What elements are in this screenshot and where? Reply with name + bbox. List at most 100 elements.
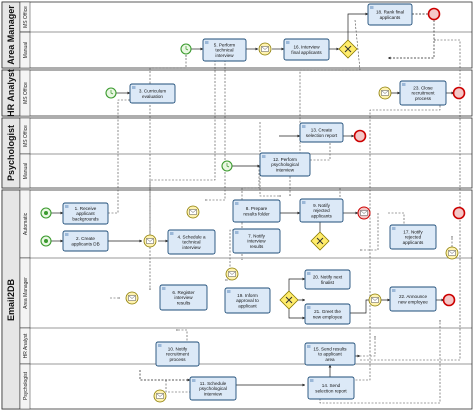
task-box[interactable] xyxy=(62,202,109,225)
pool-label: HR Analyst xyxy=(6,69,16,117)
task-box[interactable] xyxy=(307,376,355,400)
task-label: 7. Notify xyxy=(248,233,266,238)
task-type-icon xyxy=(307,272,311,275)
pool-label: Psychologist xyxy=(6,125,16,181)
task-type-icon xyxy=(132,86,136,89)
task-label: 10. Notify xyxy=(168,346,188,351)
task-box[interactable] xyxy=(159,284,208,311)
task-type-icon xyxy=(302,201,306,204)
task-box[interactable] xyxy=(189,376,237,401)
task-box[interactable] xyxy=(167,229,216,255)
message-event-icon xyxy=(258,42,272,56)
task-type-icon xyxy=(235,231,239,234)
task-box[interactable] xyxy=(389,286,437,312)
task-label: to applicant xyxy=(318,352,342,357)
task-label: selection report xyxy=(315,388,347,393)
start-timer-icon xyxy=(105,87,117,99)
task-box[interactable] xyxy=(304,303,351,325)
lane-label: HR Analyst xyxy=(23,333,29,358)
lane-label: MS Office xyxy=(23,82,29,104)
task-box[interactable] xyxy=(283,38,330,61)
task-label: rejected xyxy=(405,235,422,240)
task-box[interactable] xyxy=(399,80,447,106)
task-label: approval to xyxy=(236,298,259,303)
task-label: 16. Interview xyxy=(293,45,320,50)
task-label: 20. Notify next xyxy=(313,275,343,280)
message-event-icon xyxy=(368,293,382,307)
exclusive-gateway-icon xyxy=(310,231,330,251)
task-box[interactable] xyxy=(367,3,413,26)
message-event-icon xyxy=(225,267,239,281)
task-box[interactable] xyxy=(232,228,281,254)
lane-label: MS Office xyxy=(23,6,29,28)
task-label: psychological xyxy=(271,162,299,167)
task-label: applicant xyxy=(76,211,95,216)
lane-label: Manual xyxy=(23,163,29,179)
task-label: backgrounds xyxy=(72,217,99,222)
task-box[interactable] xyxy=(129,83,176,104)
task-label: 9. Notify xyxy=(313,203,331,208)
task-label: interview xyxy=(182,245,201,250)
task-type-icon xyxy=(392,289,396,292)
message-event-icon xyxy=(125,291,139,305)
task-type-icon xyxy=(370,6,374,9)
task-label: interview xyxy=(247,239,266,244)
task-label: 19. Inform xyxy=(237,293,258,298)
task-box[interactable] xyxy=(62,230,109,252)
task-box[interactable] xyxy=(224,287,271,314)
task-box[interactable] xyxy=(299,122,344,143)
task-box[interactable] xyxy=(304,269,351,290)
start-timer-icon xyxy=(180,43,192,55)
start-event-icon xyxy=(40,207,52,219)
task-box[interactable] xyxy=(299,198,344,223)
task-label: 13. Create xyxy=(311,128,333,133)
lane-label: Psychologist xyxy=(23,371,29,400)
task-label: 22. Announce xyxy=(399,294,428,299)
task-type-icon xyxy=(307,306,311,309)
task-box[interactable] xyxy=(389,224,437,250)
task-label: 15. Send results xyxy=(313,346,347,351)
task-box[interactable] xyxy=(259,152,311,177)
task-box[interactable] xyxy=(304,342,356,366)
task-type-icon xyxy=(65,205,69,208)
task-type-icon xyxy=(392,227,396,230)
task-box[interactable] xyxy=(202,38,247,62)
end-event-icon xyxy=(442,293,456,307)
task-type-icon xyxy=(262,155,266,158)
task-label: 3. Curriculum xyxy=(139,89,166,94)
task-type-icon xyxy=(235,202,239,205)
task-box[interactable] xyxy=(155,341,200,367)
pool-label: Area Manager xyxy=(6,5,16,65)
task-label: interview xyxy=(276,168,295,173)
task-label: 1. Receive xyxy=(75,206,97,211)
task-label: 2. Create xyxy=(76,236,95,241)
task-box[interactable] xyxy=(232,199,281,223)
task-label: results folder xyxy=(243,211,270,216)
task-label: recruitment xyxy=(412,91,436,96)
